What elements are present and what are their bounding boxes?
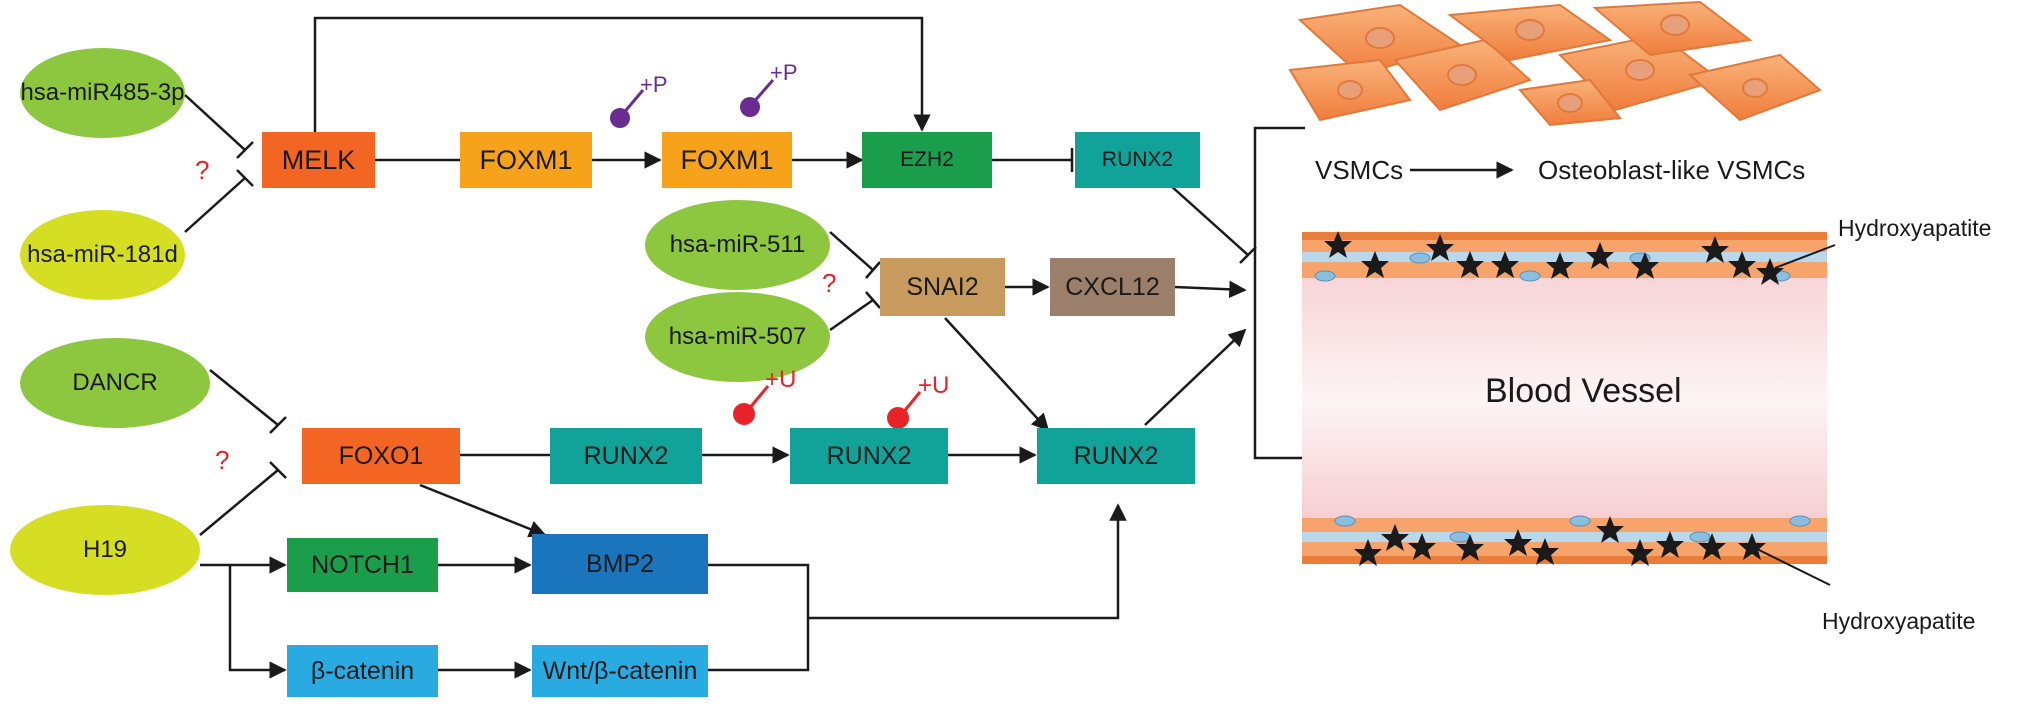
arrow-runx2-outcome [1144, 328, 1247, 426]
hydroxyapatite-label-top: Hydroxyapatite [1838, 215, 1992, 241]
blood-vessel-label: Blood Vessel [1485, 372, 1682, 410]
link-bmp2-merge [708, 563, 810, 672]
arrow-merge-runx2 [808, 503, 1127, 620]
ubiq-marker-2 [887, 391, 922, 429]
dancr-node: DANCR [20, 338, 210, 428]
inhibit-runx2-outcome [1169, 184, 1249, 256]
inhibit-mir507-snai2 [829, 298, 874, 332]
inhibit-bar-mir181d [236, 169, 254, 187]
melk-box: MELK [262, 132, 375, 188]
ubiq-marker-1 [733, 385, 770, 425]
phospho-marker-2 [740, 79, 775, 117]
outcome-bracket [1253, 126, 1305, 460]
bmp2-box: BMP2 [532, 534, 708, 594]
connectors [184, 16, 1514, 679]
inhibit-bar-mir507 [865, 291, 881, 309]
runx2-top-box: RUNX2 [1075, 132, 1200, 188]
runx2-box-2: RUNX2 [790, 428, 948, 484]
inhibit-bar-dancr [269, 416, 287, 434]
vsmcs-label: VSMCs [1315, 155, 1404, 185]
arrow-snai2-runx2 [944, 317, 1050, 432]
mir485-node: hsa-miR485-3p [20, 48, 185, 138]
foxo1-box: FOXO1 [302, 428, 460, 484]
foxm1-box-2: FOXM1 [662, 132, 792, 188]
inhibit-dancr-foxo1 [209, 369, 279, 426]
inhibit-bar-outcome [1239, 246, 1257, 264]
vessel-lumen [1302, 278, 1827, 521]
h19-node: H19 [10, 505, 200, 595]
beta-catenin-box: β-catenin [287, 645, 438, 697]
mir181d-node: hsa-miR-181d [20, 210, 185, 300]
inhibit-mir485-melk [184, 94, 246, 151]
notch1-box: NOTCH1 [287, 538, 438, 592]
arrow-cxcl12-outcome [1174, 280, 1247, 299]
inhibit-mir181d-melk [184, 177, 246, 233]
phospho-label-2: +P [770, 60, 798, 85]
hydroxyapatite-label-bottom: Hydroxyapatite [1822, 608, 1976, 634]
inhibit-mir511-snai2 [829, 231, 874, 271]
question-mark-lncrna-foxo1: ? [215, 445, 230, 475]
inhibit-h19-foxo1 [199, 469, 279, 536]
runx2-box-3: RUNX2 [1037, 428, 1195, 484]
mir507-node: hsa-miR-507 [645, 292, 830, 382]
inhibit-bar-mir485 [236, 141, 254, 159]
hydroxyapatite-pointer-top [1774, 244, 1836, 269]
foxm1-box-1: FOXM1 [460, 132, 592, 188]
phospho-marker-1 [610, 89, 645, 128]
wnt-beta-catenin-box: Wnt/β-catenin [532, 645, 708, 697]
ezh2-box: EZH2 [862, 132, 992, 188]
ubiq-label-1: +U [765, 366, 797, 393]
mir511-node: hsa-miR-511 [645, 200, 830, 290]
arrow-h19-beta-catenin [228, 565, 287, 679]
runx2-box-1: RUNX2 [550, 428, 702, 484]
cxcl12-box: CXCL12 [1050, 258, 1175, 316]
snai2-box: SNAI2 [880, 258, 1005, 316]
inhibit-bar-mir511 [865, 261, 881, 279]
phospho-label-1: +P [640, 72, 668, 97]
ubiq-label-2: +U [918, 372, 950, 399]
inhibit-bar-h19 [269, 461, 287, 479]
blood-vessel-illustration [1302, 231, 1836, 586]
arrow-foxo1-bmp2 [419, 483, 547, 538]
modification-markers [610, 79, 922, 429]
question-mark-mirna-melk: ? [195, 155, 210, 185]
vsmc-cells-illustration [1288, 0, 1822, 127]
hydroxyapatite-pointer-bottom [1754, 547, 1831, 586]
question-mark-mirna-snai2: ? [822, 268, 837, 298]
arrow-melk-ezh2 [313, 16, 931, 135]
osteoblast-like-vsmcs-label: Osteoblast-like VSMCs [1538, 155, 1806, 185]
